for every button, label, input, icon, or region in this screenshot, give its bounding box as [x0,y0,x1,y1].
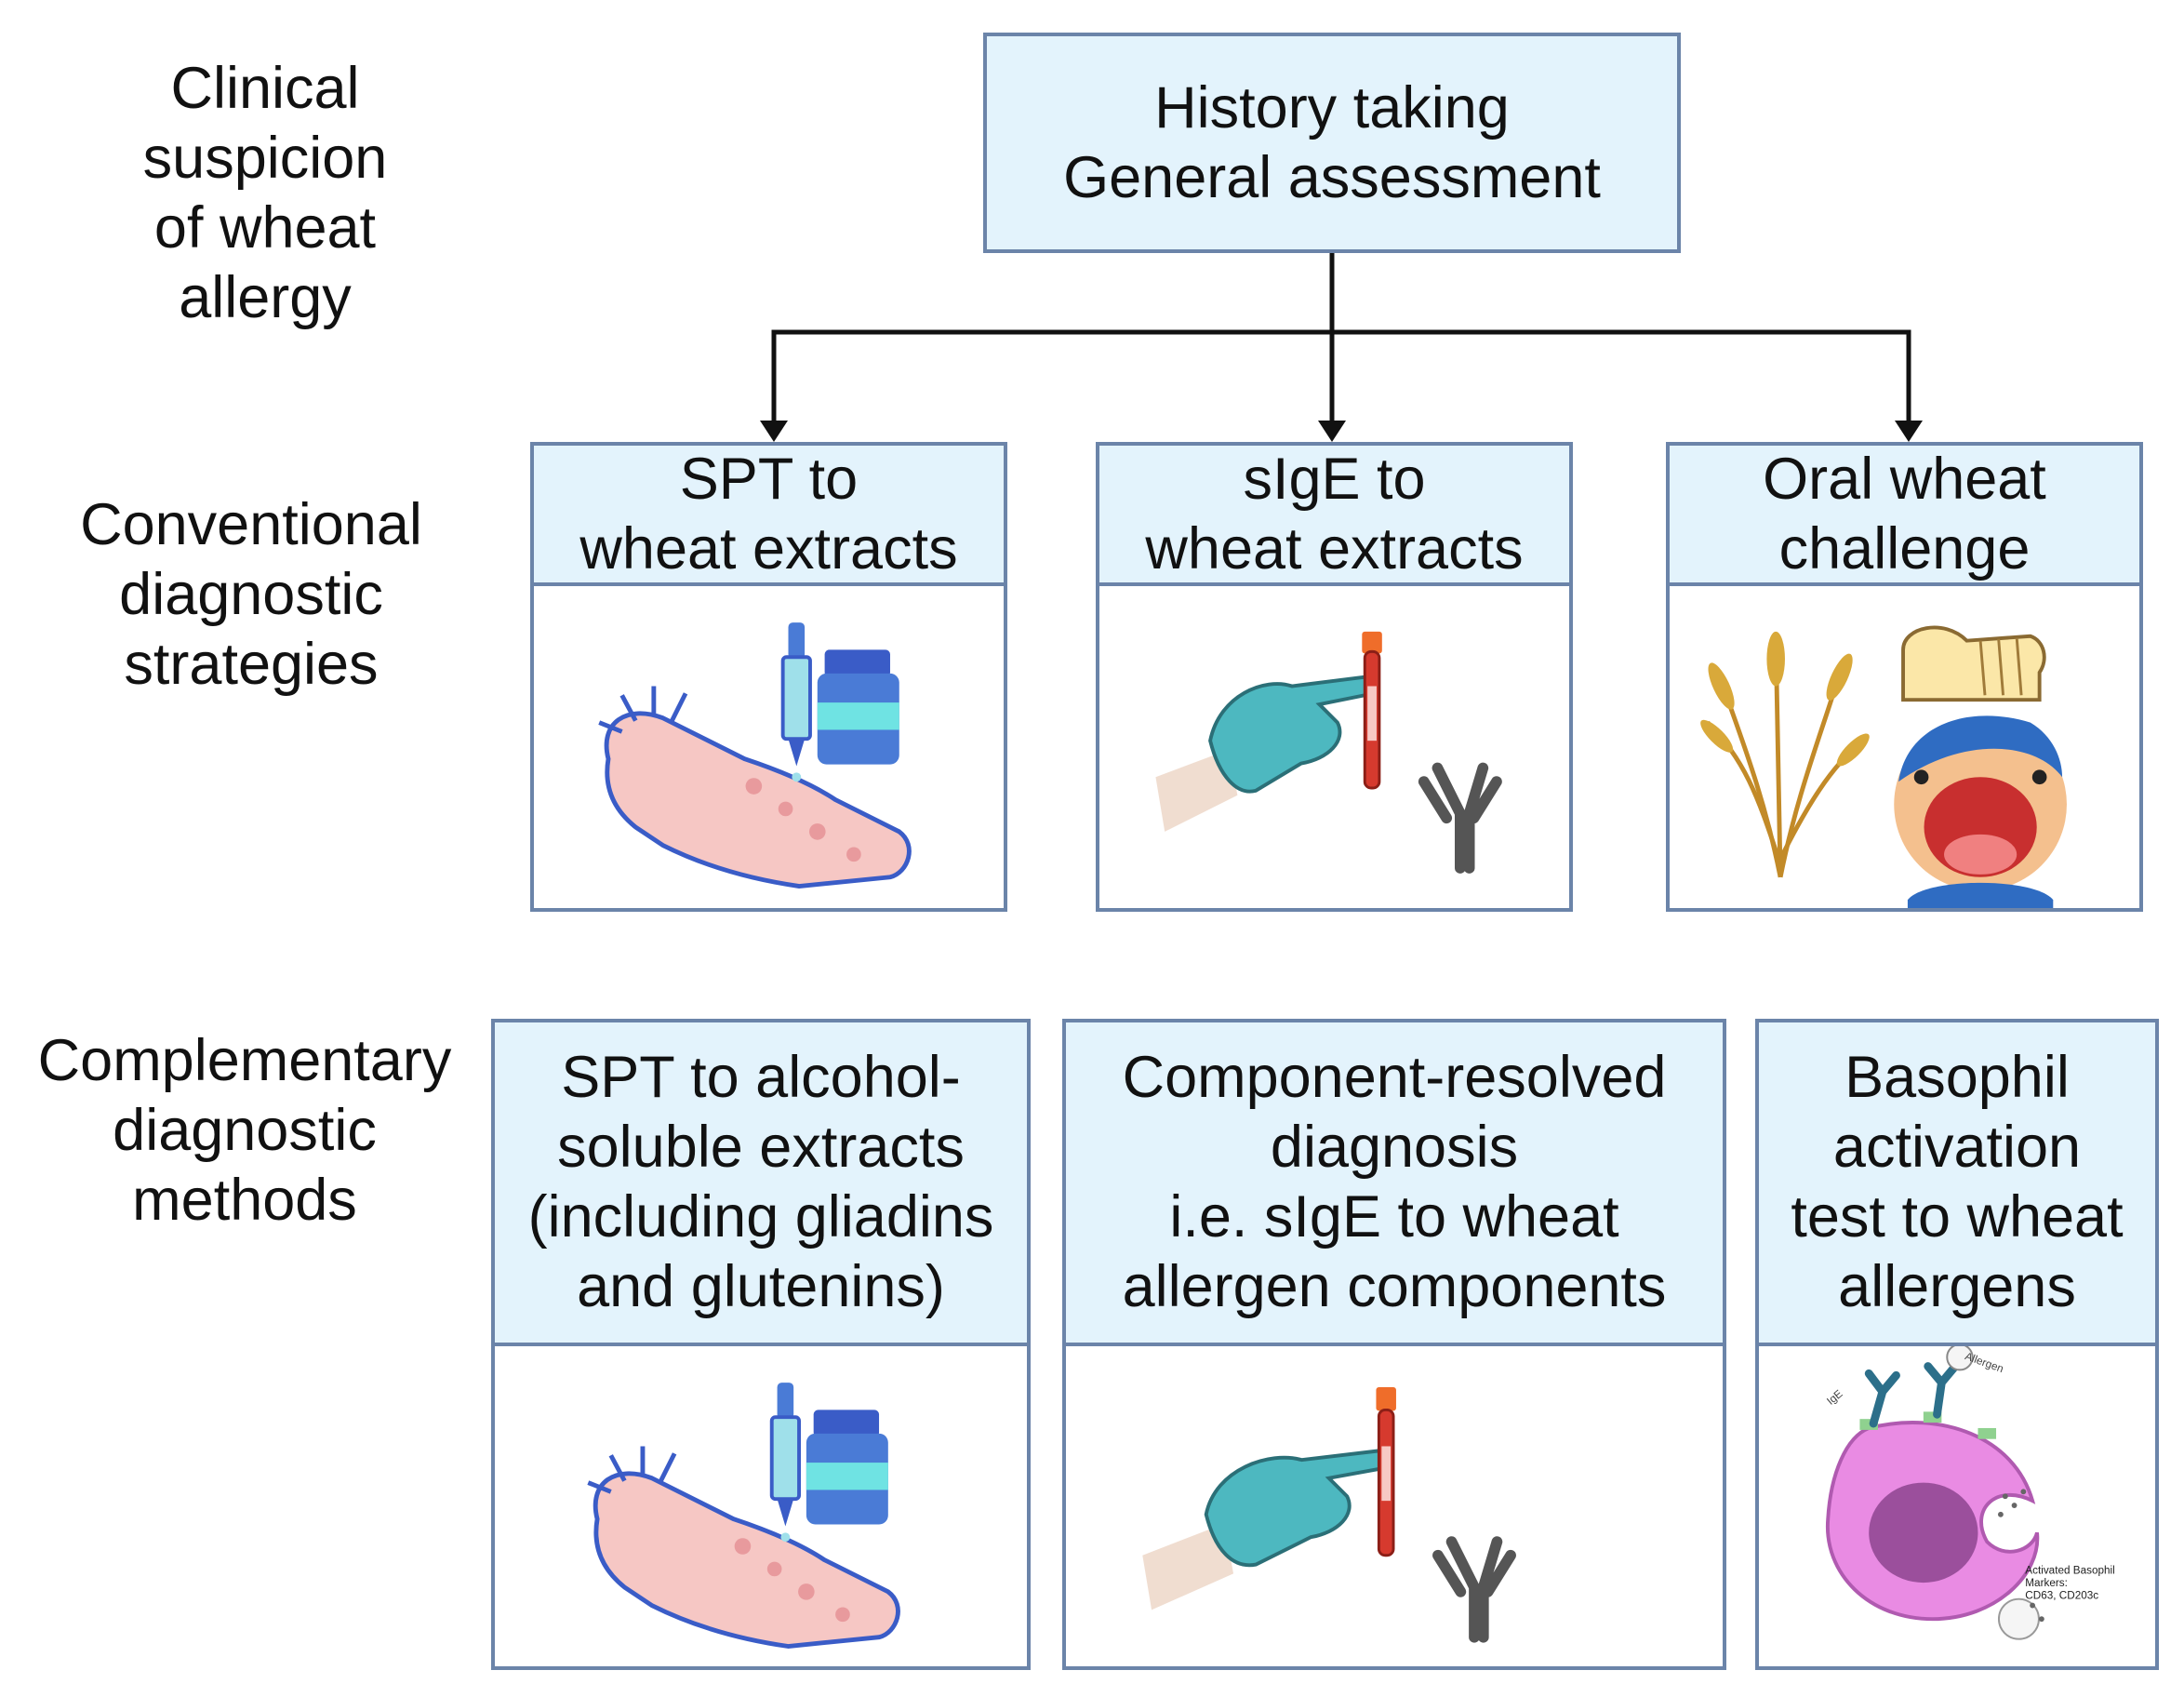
box-line: (including gliadins [527,1184,994,1249]
box-line: i.e. sIgE to wheat [1169,1184,1619,1249]
box-line: SPT to [679,446,859,512]
box-line: sIgE to [1243,446,1426,512]
oral-wheat-challenge-box: Oral wheat challenge [1666,442,2143,586]
box-line: diagnosis [1270,1115,1519,1180]
activated-basophil-label: Activated Basophil [2025,1564,2114,1576]
row-label-line: Clinical [170,56,360,121]
row-label-conventional: Conventional diagnostic strategies [28,490,474,700]
row-label-line: suspicion [142,126,388,191]
gloved-hand-blood-tube-antibody-icon [1155,631,1502,874]
basophil-activation-test-box: Basophil activation test to wheat allerg… [1755,1019,2159,1346]
history-taking-box: History taking General assessment [983,33,1681,253]
row-label-line: diagnostic [119,562,383,627]
box-line: soluble extracts [557,1115,965,1180]
arrow-to-oral-challenge [1895,421,1923,442]
sige-illustration-panel [1096,582,1573,912]
box-line: and glutenins) [577,1254,945,1319]
component-resolved-illustration-panel [1062,1343,1726,1670]
row-label-complementary: Complementary diagnostic methods [7,1026,482,1236]
basophil-illustration-panel: Allergen IgE Activated Basophil Markers:… [1755,1343,2159,1670]
markers-label: Markers: [2025,1577,2068,1589]
ige-label: IgE [1825,1387,1845,1407]
hand-dropper-bottle-icon [587,1383,900,1649]
box-line: activation [1832,1115,2082,1180]
spt-illustration-panel [530,582,1007,912]
row-label-line: allergy [179,265,352,330]
arrow-to-sige [1318,421,1346,442]
hand-dropper-bottle-icon [598,622,912,889]
row-label-line: of wheat [153,195,377,261]
sige-wheat-extracts-box: sIgE to wheat extracts [1096,442,1573,586]
row-label-clinical-suspicion: Clinical suspicion of wheat allergy [70,54,460,333]
component-resolved-diagnosis-box: Component-resolved diagnosis i.e. sIgE t… [1062,1019,1726,1346]
row-label-line: diagnostic [113,1098,377,1163]
allergen-label: Allergen [1964,1350,2005,1375]
box-line: allergens [1838,1254,2076,1319]
spt-alcohol-illustration-panel [491,1343,1031,1670]
row-label-line: methods [132,1168,357,1233]
box-line: test to wheat [1791,1184,2124,1249]
box-line: Basophil [1844,1045,2070,1110]
box-line: Oral wheat [1763,446,2046,512]
box-line: allergen components [1122,1254,1667,1319]
branch-line [771,329,1911,423]
oral-challenge-illustration-panel [1666,582,2143,912]
box-line: History taking [1154,74,1510,140]
row-label-line: Conventional [80,492,422,557]
box-line: Component-resolved [1122,1045,1667,1110]
row-label-line: strategies [124,632,379,697]
box-line: General assessment [1063,144,1601,210]
gloved-hand-blood-tube-antibody-icon [1142,1386,1516,1643]
box-line: challenge [1778,515,2031,581]
basophil-cell-icon: Allergen IgE Activated Basophil Markers:… [1825,1346,2115,1640]
arrow-to-spt [760,421,788,442]
spt-wheat-extracts-box: SPT to wheat extracts [530,442,1007,586]
box-line: SPT to alcohol- [561,1045,961,1110]
wheat-bread-child-icon [1700,625,2067,908]
box-line: wheat extracts [1145,515,1524,581]
spt-alcohol-soluble-box: SPT to alcohol- soluble extracts (includ… [491,1019,1031,1346]
box-line: wheat extracts [579,515,958,581]
row-label-line: Complementary [37,1028,452,1093]
cd-markers-label: CD63, CD203c [2025,1590,2098,1602]
